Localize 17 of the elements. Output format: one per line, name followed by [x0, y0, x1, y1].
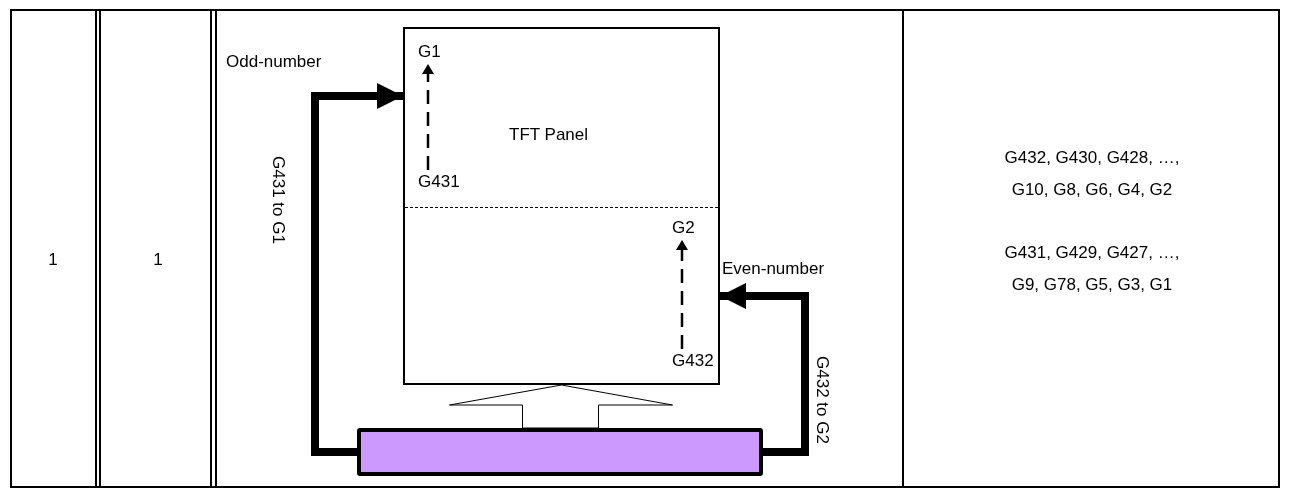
dashed-arrow: [422, 64, 434, 170]
block-arrow: [449, 384, 673, 429]
driver-bar: [357, 428, 763, 476]
gate-label: G1: [418, 42, 441, 62]
side-label: Even-number: [722, 259, 825, 279]
gate-order-text: G432, G430, G428, …, G10, G8, G6, G4, G2: [1003, 147, 1181, 201]
gate-label: G432: [672, 351, 714, 371]
arrow: [311, 83, 403, 456]
gate-label: G2: [672, 218, 695, 238]
gate-label: G431: [418, 172, 460, 192]
gate-order-text: G431, G429, G427, …, G9, G78, G5, G3, G1: [1003, 242, 1181, 296]
side-label: Odd-number: [226, 52, 322, 72]
dashed-arrow: [676, 240, 688, 349]
table-cell-text: 1: [153, 250, 163, 270]
panel-title: TFT Panel: [509, 125, 589, 145]
panel-box: [403, 27, 720, 385]
table-cell-text: 1: [48, 250, 58, 270]
